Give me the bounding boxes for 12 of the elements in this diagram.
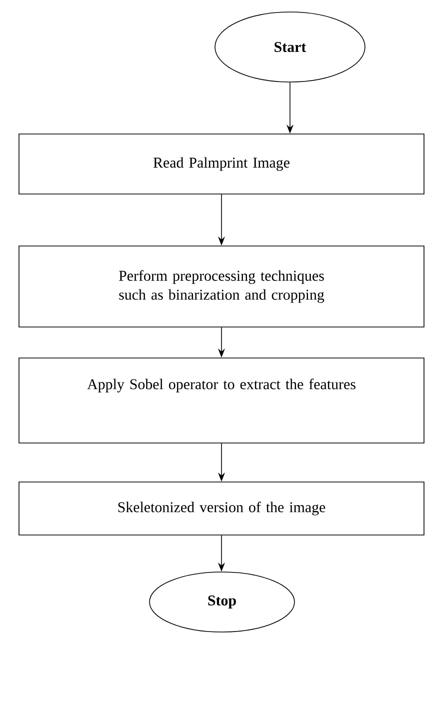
process-box [18,358,424,444]
step-text: Apply Sobel operator to extract the features [87,378,356,392]
step-text: Read Palmprint Image [153,157,290,171]
terminal-ellipse [149,572,295,632]
step-text: Start [274,42,306,52]
process-box [18,246,424,328]
process-box [18,482,424,536]
terminal-ellipse [214,12,366,82]
process-box [18,134,424,194]
step-text: Perform preprocessing techniques such as binarization and cropping [119,270,324,303]
step-text: Skeletonized version of the image [118,502,326,516]
step-text: Stop [208,595,236,609]
